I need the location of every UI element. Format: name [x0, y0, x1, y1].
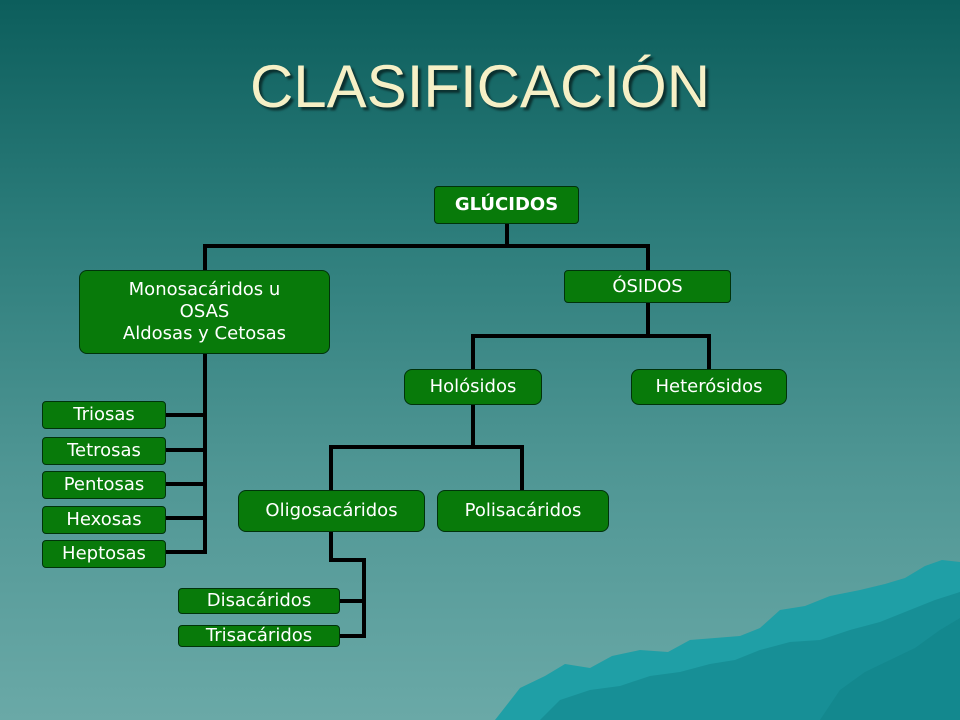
node-oligosacaridos: Oligosacáridos [238, 490, 425, 532]
node-glucidos: GLÚCIDOS [434, 186, 579, 224]
node-trisacaridos: Trisacáridos [178, 625, 340, 647]
page-title: CLASIFICACIÓN [249, 53, 711, 120]
node-monosacaridos: Monosacáridos u OSAS Aldosas y Cetosas [79, 270, 330, 354]
node-hexosas: Hexosas [42, 506, 166, 534]
node-holosidos: Holósidos [404, 369, 542, 405]
node-disacaridos: Disacáridos [178, 588, 340, 614]
node-triosas: Triosas [42, 401, 166, 429]
node-osidos: ÓSIDOS [564, 270, 731, 303]
node-tetrosas: Tetrosas [42, 437, 166, 465]
node-polisacaridos: Polisacáridos [437, 490, 609, 532]
node-heterosidos: Heterósidos [631, 369, 787, 405]
node-pentosas: Pentosas [42, 471, 166, 499]
node-heptosas: Heptosas [42, 540, 166, 568]
